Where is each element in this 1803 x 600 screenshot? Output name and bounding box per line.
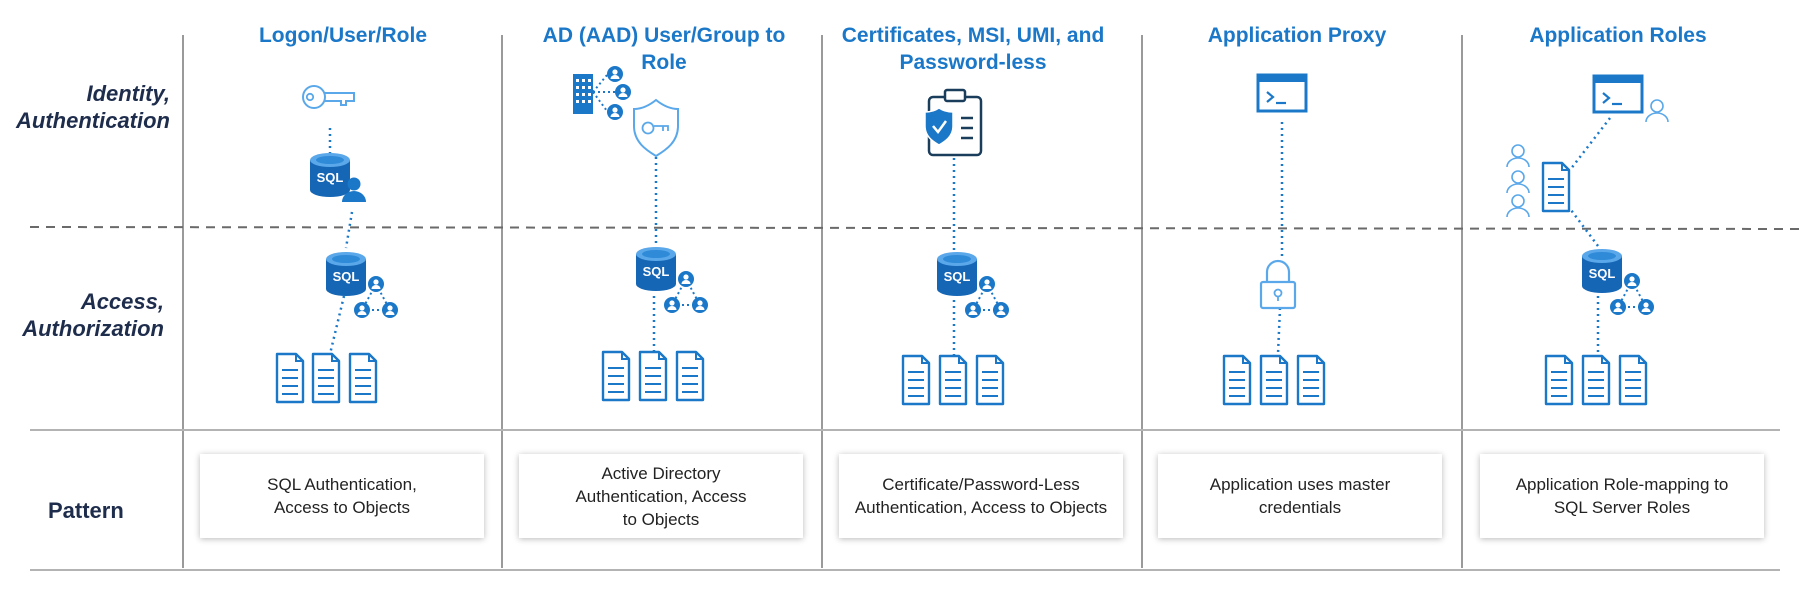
document-icon — [1581, 354, 1611, 406]
pattern-box-application-roles: Application Role-mapping to SQL Server R… — [1480, 454, 1764, 538]
document-icon — [638, 350, 668, 402]
pattern-box-application-proxy: Application uses master credentials — [1158, 454, 1442, 538]
document-icon — [1222, 354, 1252, 406]
user-icon — [1506, 144, 1530, 168]
column-title-certificates: Certificates, MSI, UMI, and Password-les… — [841, 24, 1105, 74]
connector — [328, 295, 346, 355]
document-icon — [901, 354, 931, 406]
connector — [1569, 117, 1611, 171]
connector — [344, 211, 354, 249]
document-icon — [1618, 354, 1648, 406]
pattern-box-sql-authentication: SQL Authentication, Access to Objects — [200, 454, 484, 538]
document-icon — [1296, 354, 1326, 406]
column-1-icons — [275, 85, 399, 404]
identity-access-boundary — [29, 226, 1803, 230]
column-title-ad-user-group: AD (AAD) User/Group to Role — [542, 24, 786, 74]
column-title-application-proxy: Application Proxy — [1207, 24, 1387, 47]
document-icon — [1259, 354, 1289, 406]
row-label-pattern: Pattern — [48, 498, 124, 523]
column-title-application-roles: Application Roles — [1529, 24, 1707, 47]
column-title-logon-user-role: Logon/User/Role — [258, 24, 427, 47]
row-label-identity: Identity, Authentication — [16, 81, 170, 133]
user-icon — [1645, 99, 1669, 123]
building-group-icon — [573, 66, 631, 120]
shield-key-icon — [633, 98, 679, 158]
document-icon — [601, 350, 631, 402]
document-icon — [975, 354, 1005, 406]
document-icon — [675, 350, 705, 402]
document-icon — [938, 354, 968, 406]
grid-lines — [29, 35, 1803, 571]
lock-icon — [1259, 259, 1297, 310]
terminal-window-icon — [1592, 74, 1644, 114]
row-label-access: Access, Authorization — [22, 289, 164, 341]
document-icon — [1544, 354, 1574, 406]
document-icon — [275, 352, 305, 404]
connector — [1567, 205, 1599, 247]
column-5-icons — [1506, 74, 1669, 406]
sql-database-roles-icon — [636, 247, 676, 291]
key-icon — [302, 85, 355, 109]
user-icon — [1506, 194, 1530, 218]
document-icon — [348, 352, 378, 404]
sql-database-user-icon — [310, 153, 366, 202]
connector — [1276, 307, 1282, 355]
pattern-box-certificate-passwordless: Certificate/Password-Less Authentication… — [839, 454, 1123, 538]
column-4-icons — [1222, 73, 1326, 406]
sql-database-roles-icon — [326, 252, 366, 296]
sql-database-roles-icon — [937, 252, 977, 296]
sql-database-roles-icon — [1582, 249, 1622, 293]
document-icon — [1541, 161, 1571, 213]
user-icon — [1506, 170, 1530, 194]
document-icon — [311, 352, 341, 404]
column-2-icons — [573, 66, 709, 402]
column-3-icons — [901, 88, 1010, 406]
clipboard-shield-icon — [924, 88, 983, 157]
terminal-window-icon — [1256, 73, 1308, 113]
pattern-box-active-directory: Active Directory Authentication, Access … — [519, 454, 803, 538]
